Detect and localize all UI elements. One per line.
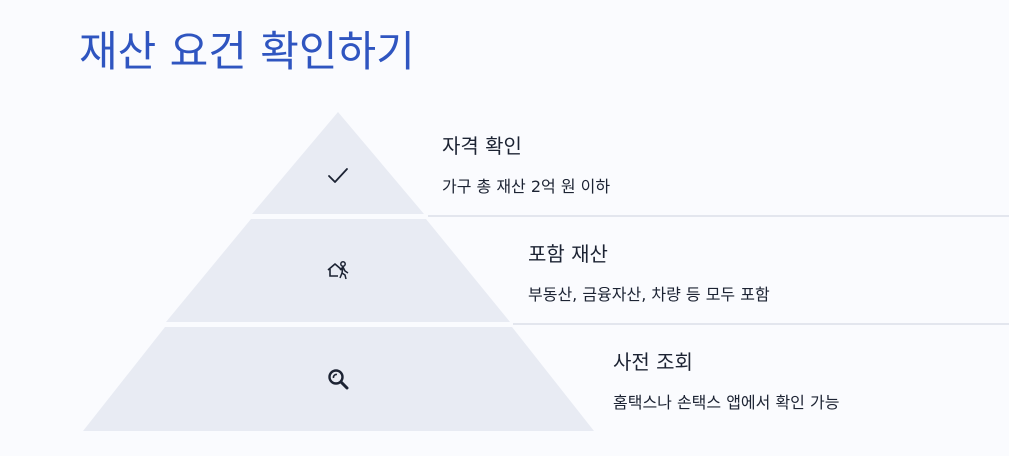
level-1-description: 가구 총 재산 2억 원 이하	[442, 177, 611, 196]
pyramid-tier-bottom	[83, 327, 594, 431]
level-2-description: 부동산, 금융자산, 차량 등 모두 포함	[528, 285, 770, 304]
level-1-heading: 자격 확인	[442, 134, 522, 158]
search-icon	[328, 369, 349, 390]
level-2-text: 포함 재산 부동산, 금융자산, 차량 등 모두 포함	[528, 238, 770, 305]
check-icon	[328, 168, 348, 183]
level-1-text: 자격 확인 가구 총 재산 2억 원 이하	[442, 130, 610, 197]
house-person-icon	[327, 261, 349, 280]
tier-divider-1	[428, 215, 1009, 217]
level-3-heading: 사전 조회	[613, 350, 693, 374]
pyramid-tier-top	[252, 112, 424, 214]
page-title: 재산 요건 확인하기	[79, 27, 415, 76]
level-3-text: 사전 조회 홈택스나 손택스 앱에서 확인 가능	[613, 346, 839, 413]
tier-divider-2	[513, 323, 1009, 325]
level-3-description: 홈택스나 손택스 앱에서 확인 가능	[613, 393, 840, 412]
pyramid-tier-middle	[166, 219, 510, 322]
level-2-heading: 포함 재산	[528, 242, 608, 266]
